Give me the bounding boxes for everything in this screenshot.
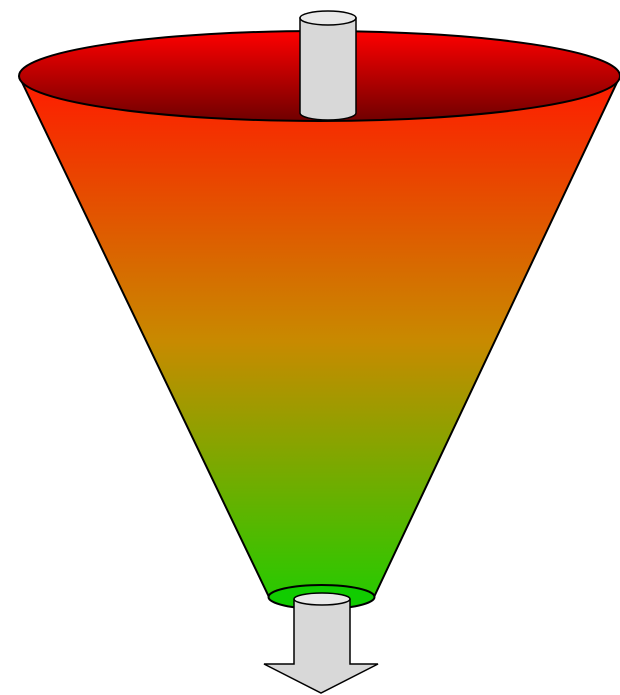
inlet-pipe xyxy=(300,11,356,120)
outlet-arrow xyxy=(264,593,378,693)
outlet-pipe-top xyxy=(294,593,350,605)
down-arrow-icon xyxy=(264,599,378,693)
cylinder-pipe-icon xyxy=(300,11,356,25)
funnel-body xyxy=(19,76,620,607)
